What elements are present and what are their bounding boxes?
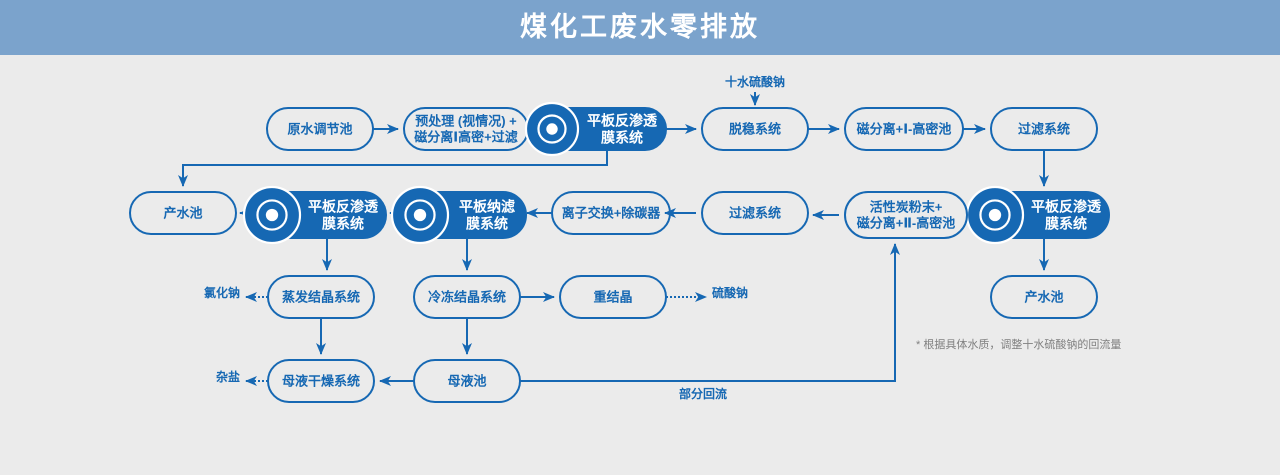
flow-node[interactable]: 母液干燥系统 (267, 359, 375, 403)
nodes-layer: 原水调节池预处理 (视情况) +磁分离Ⅰ高密+过滤平板反渗透膜系统脱稳系统磁分离… (129, 101, 1110, 403)
node-pill-outline (129, 191, 237, 235)
flow-annotation-label: 杂盐 (216, 369, 240, 384)
node-label: 蒸发结晶系统 (282, 290, 360, 305)
node-label: 产水池 (163, 206, 202, 221)
flow-annotation-label: 十水硫酸钠 (725, 74, 785, 89)
disc-icon (242, 185, 302, 245)
flowchart-svg: 原水调节池预处理 (视情况) +磁分离Ⅰ高密+过滤平板反渗透膜系统脱稳系统磁分离… (129, 74, 1121, 403)
footnote: * 根据具体水质，调整十水硫酸钠的回流量 (916, 337, 1121, 351)
disc-icon (524, 101, 580, 157)
page-title: 煤化工废水零排放 (520, 12, 760, 42)
flow-node[interactable]: 脱稳系统 (701, 107, 809, 151)
flow-annotation-label: 部分回流 (679, 386, 727, 401)
flow-annotation-label: 氯化钠 (204, 285, 240, 300)
node-pill-outline (844, 191, 968, 239)
node-pill-outline (413, 275, 521, 319)
node-label: 母液干燥系统 (282, 374, 360, 389)
node-label: 磁分离+Ⅰ-高密池 (857, 122, 952, 137)
node-label: 过滤系统 (1018, 122, 1070, 137)
flow-node[interactable]: 过滤系统 (990, 107, 1098, 151)
node-pill-outline (551, 191, 671, 235)
node-label: 离子交换+除碳器 (562, 206, 662, 221)
flow-node[interactable]: 活性炭粉末+磁分离+Ⅱ-高密池 (844, 191, 968, 239)
flow-node[interactable]: 原水调节池 (266, 107, 374, 151)
node-label: 冷冻结晶系统 (428, 290, 506, 305)
flow-node[interactable]: 预处理 (视情况) +磁分离Ⅰ高密+过滤 (403, 107, 529, 151)
node-label: 磁分离Ⅰ高密+过滤 (414, 130, 517, 145)
disc-icon (965, 185, 1025, 245)
flow-node[interactable]: 产水池 (129, 191, 237, 235)
node-label: 磁分离+Ⅱ-高密池 (857, 216, 955, 231)
edge-n3-n13 (178, 150, 608, 187)
flow-node[interactable]: 蒸发结晶系统 (267, 275, 375, 319)
node-pill-outline (266, 107, 374, 151)
node-pill-outline (990, 275, 1098, 319)
node-label: 产水池 (1024, 290, 1063, 305)
node-label: 母液池 (447, 374, 486, 389)
node-label: 过滤系统 (729, 206, 781, 221)
flow-node[interactable]: 重结晶 (559, 275, 667, 319)
node-pill-outline (559, 275, 667, 319)
flow-node[interactable]: 冷冻结晶系统 (413, 275, 521, 319)
flow-node[interactable]: 磁分离+Ⅰ-高密池 (844, 107, 964, 151)
node-pill-outline (844, 107, 964, 151)
edge-recycle-n19-n8 (520, 243, 900, 382)
notes-layer: * 根据具体水质，调整十水硫酸钠的回流量 (916, 337, 1121, 351)
node-label: 脱稳系统 (729, 122, 781, 137)
node-pill-outline (267, 275, 375, 319)
node-pill-outline (413, 359, 521, 403)
diagram-canvas: 原水调节池预处理 (视情况) +磁分离Ⅰ高密+过滤平板反渗透膜系统脱稳系统磁分离… (0, 55, 1280, 475)
flow-node[interactable]: 离子交换+除碳器 (551, 191, 671, 235)
node-pill-outline (990, 107, 1098, 151)
node-label: 原水调节池 (287, 122, 352, 137)
flow-node[interactable]: 过滤系统 (701, 191, 809, 235)
page-header: 煤化工废水零排放 (0, 0, 1280, 55)
node-pill-outline (701, 107, 809, 151)
flow-node[interactable]: 产水池 (990, 275, 1098, 319)
flow-node[interactable]: 母液池 (413, 359, 521, 403)
disc-icon (390, 185, 450, 245)
node-pill-outline (403, 107, 529, 151)
node-pill-outline (267, 359, 375, 403)
node-label: 重结晶 (593, 290, 632, 305)
flow-annotation-label: 硫酸钠 (712, 285, 748, 300)
node-label: 预处理 (视情况) + (415, 114, 517, 129)
node-label: 活性炭粉末+ (870, 200, 943, 215)
node-pill-outline (701, 191, 809, 235)
